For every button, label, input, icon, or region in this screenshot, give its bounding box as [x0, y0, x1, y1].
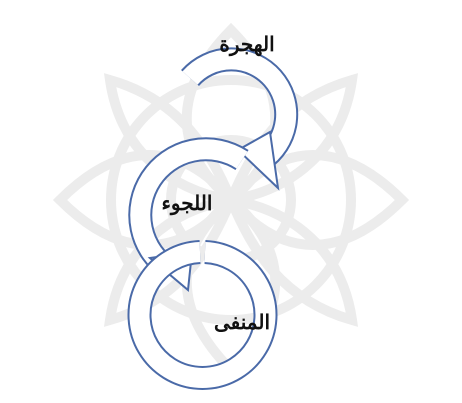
stage-label-manfa: المنفى	[214, 310, 270, 334]
stage-label-lujoo: اللجوء	[162, 191, 213, 216]
stage-label-hijra: الهجرة	[219, 32, 274, 57]
